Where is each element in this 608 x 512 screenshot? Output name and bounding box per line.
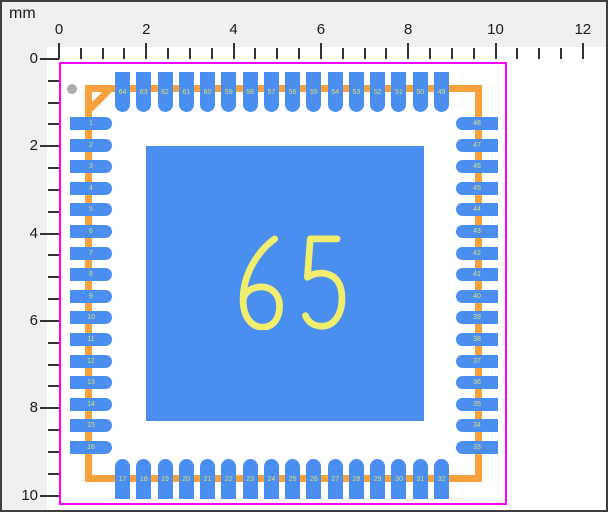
pad-7[interactable]: 7: [70, 246, 112, 260]
pad-54[interactable]: 54: [327, 72, 343, 112]
pad-9[interactable]: 9: [70, 289, 112, 303]
pad-20[interactable]: 20: [178, 459, 194, 499]
pad-34[interactable]: 34: [456, 419, 498, 433]
pad-4[interactable]: 4: [70, 181, 112, 195]
pad-61[interactable]: 61: [178, 72, 194, 112]
pad-22[interactable]: 22: [221, 459, 237, 499]
pad-40[interactable]: 40: [456, 289, 498, 303]
pad-31[interactable]: 31: [412, 459, 428, 499]
pad-43[interactable]: 43: [456, 224, 498, 238]
pad-30[interactable]: 30: [391, 459, 407, 499]
pad-24[interactable]: 24: [263, 459, 279, 499]
pad-41[interactable]: 41: [456, 268, 498, 282]
pad-56[interactable]: 56: [285, 72, 301, 112]
pad-25[interactable]: 25: [285, 459, 301, 499]
pad-37[interactable]: 37: [456, 354, 498, 368]
pad-47[interactable]: 47: [456, 138, 498, 152]
pad-53[interactable]: 53: [348, 72, 364, 112]
pad-36[interactable]: 36: [456, 376, 498, 390]
pad-28[interactable]: 28: [348, 459, 364, 499]
pad-column-right: 48 47 46 45 44 43 42 41 40 39 38 37 36 35 34 33: [456, 117, 498, 454]
pad-11[interactable]: 11: [70, 332, 112, 346]
ruler-horizontal: [2, 2, 606, 47]
pad-42[interactable]: 42: [456, 246, 498, 260]
pad-32[interactable]: 32: [433, 459, 449, 499]
pad-26[interactable]: 26: [306, 459, 322, 499]
pad-17[interactable]: 17: [115, 459, 130, 499]
pad-8[interactable]: 8: [70, 268, 112, 282]
pad-50[interactable]: 50: [412, 72, 428, 112]
pad-2[interactable]: 2: [70, 138, 112, 152]
pad-62[interactable]: 62: [157, 72, 173, 112]
pad-14[interactable]: 14: [70, 397, 112, 411]
pad-39[interactable]: 39: [456, 311, 498, 325]
pad-59[interactable]: 59: [221, 72, 237, 112]
pad-64[interactable]: 64: [115, 72, 130, 112]
pad-29[interactable]: 29: [370, 459, 386, 499]
pad-38[interactable]: 38: [456, 332, 498, 346]
pad-5[interactable]: 5: [70, 203, 112, 217]
pad-15[interactable]: 15: [70, 419, 112, 433]
pad-6[interactable]: 6: [70, 224, 112, 238]
pad-12[interactable]: 12: [70, 354, 112, 368]
pad-27[interactable]: 27: [327, 459, 343, 499]
pad-33[interactable]: 33: [456, 440, 498, 454]
pad-23[interactable]: 23: [242, 459, 258, 499]
silkscreen-outline: [85, 85, 482, 482]
pad-46[interactable]: 46: [456, 160, 498, 174]
pad-1[interactable]: 1: [70, 117, 112, 130]
pad-35[interactable]: 35: [456, 397, 498, 411]
pad-51[interactable]: 51: [391, 72, 407, 112]
pad-44[interactable]: 44: [456, 203, 498, 217]
pad-60[interactable]: 60: [200, 72, 216, 112]
thermal-pad-number: [239, 235, 346, 330]
pad-18[interactable]: 18: [136, 459, 152, 499]
thermal-pad[interactable]: [146, 146, 424, 421]
pad-3[interactable]: 3: [70, 160, 112, 174]
pin1-marker-dot: [67, 84, 77, 94]
pad-49[interactable]: 49: [433, 72, 449, 112]
pad-16[interactable]: 16: [70, 440, 112, 454]
pad-55[interactable]: 55: [306, 72, 322, 112]
pad-10[interactable]: 10: [70, 311, 112, 325]
pad-58[interactable]: 58: [242, 72, 258, 112]
courtyard-outline: [59, 62, 507, 505]
pad-63[interactable]: 63: [136, 72, 152, 112]
ruler-unit-label: mm: [9, 5, 36, 22]
pad-21[interactable]: 21: [200, 459, 216, 499]
pad-13[interactable]: 13: [70, 376, 112, 390]
pad-48[interactable]: 48: [456, 117, 498, 130]
pad-45[interactable]: 45: [456, 181, 498, 195]
pad-57[interactable]: 57: [263, 72, 279, 112]
ruler-vertical: [2, 47, 47, 510]
pad-52[interactable]: 52: [370, 72, 386, 112]
pad-19[interactable]: 19: [157, 459, 173, 499]
